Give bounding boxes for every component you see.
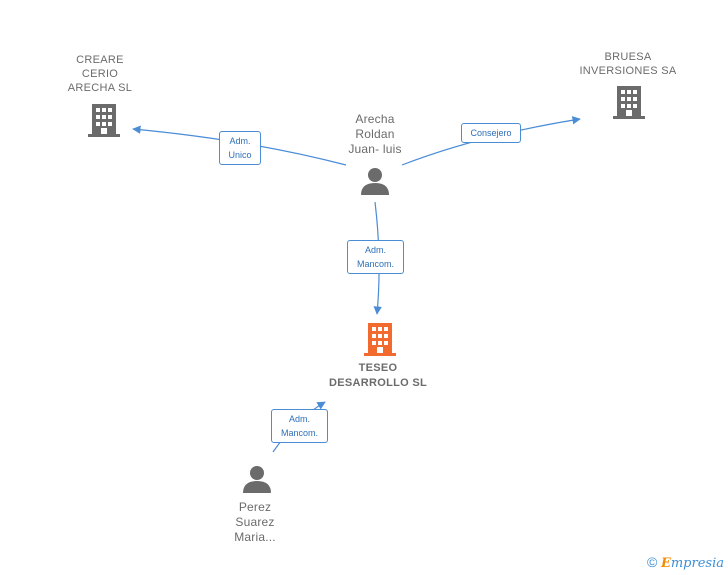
node-label-perez[interactable]: Perez Suarez Maria... [234,500,276,544]
building-icon[interactable] [88,104,120,137]
edge-label-arecha-creare: Adm. Unico [219,131,261,165]
person-icon[interactable] [361,168,389,195]
footer-brand: © Empresia [647,554,724,571]
copyright-icon: © [646,554,658,570]
building-icon-main[interactable] [364,323,396,356]
brand-logo: Empresia [660,556,724,571]
node-label-arecha[interactable]: Arecha Roldan Juan- luis [348,112,402,156]
edge-label-perez-teseo: Adm. Mancom. [271,409,328,443]
building-icon[interactable] [613,86,645,119]
person-icon[interactable] [243,466,271,493]
edge-label-arecha-teseo: Adm. Mancom. [347,240,404,274]
edge-label-arecha-bruesa: Consejero [461,123,521,143]
node-label-teseo[interactable]: TESEO DESARROLLO SL [328,362,427,389]
node-label-bruesa[interactable]: BRUESA INVERSIONES SA [579,51,677,77]
node-label-creare[interactable]: CREARE CERIO ARECHA SL [67,54,133,94]
